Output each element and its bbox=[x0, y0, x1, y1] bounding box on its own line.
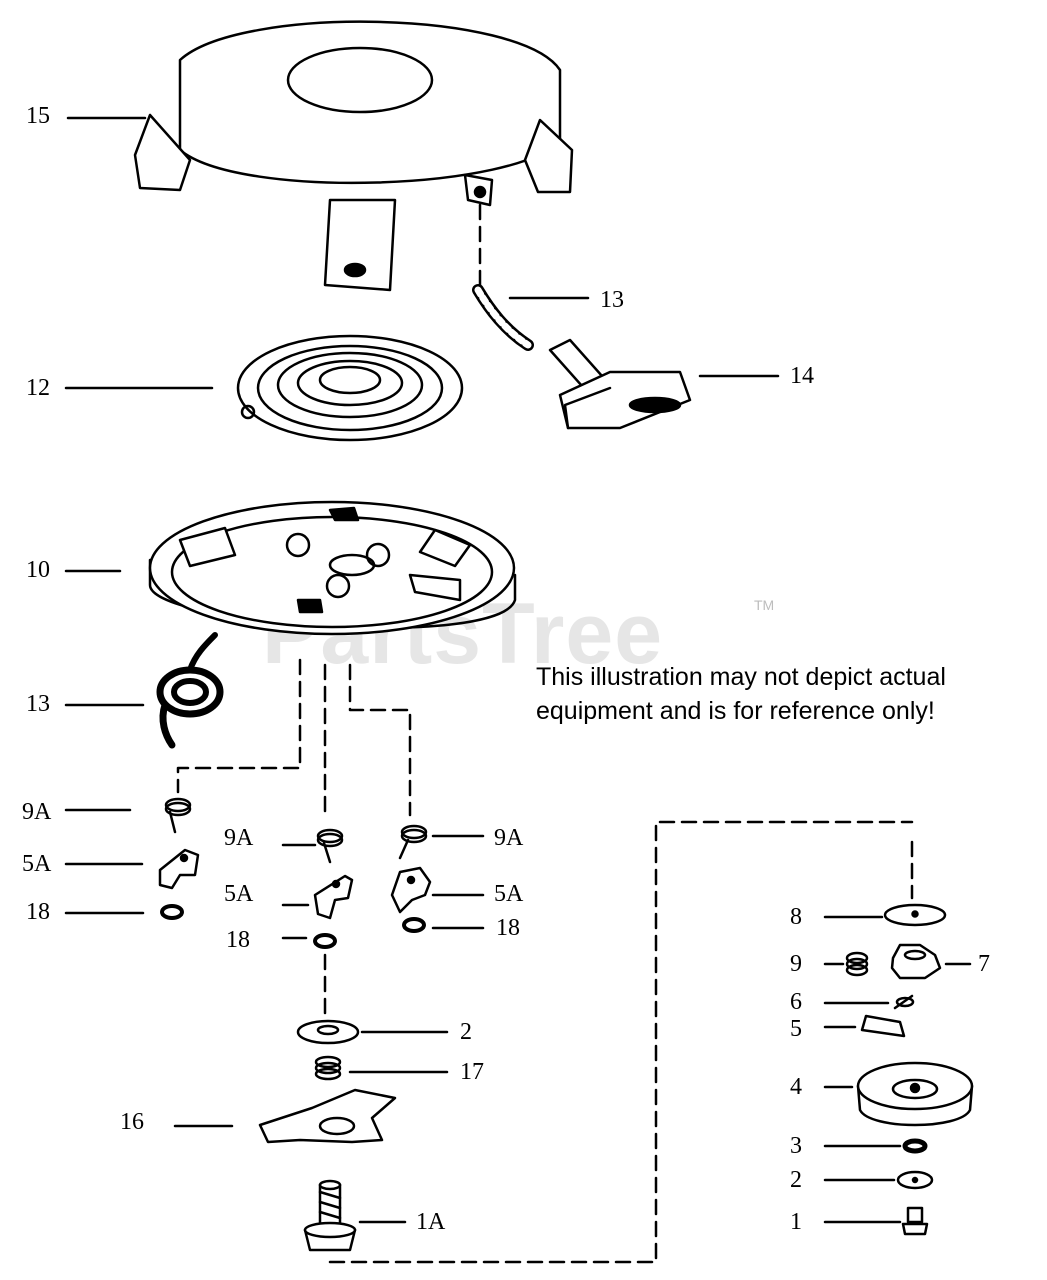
callout-13-rope-coil[interactable]: 13 bbox=[26, 691, 50, 717]
callout-3[interactable]: 3 bbox=[790, 1133, 802, 1159]
callout-9A-mid[interactable]: 9A bbox=[224, 825, 254, 851]
part-5-pawl[interactable] bbox=[860, 1014, 906, 1038]
part-9A-right-spring[interactable] bbox=[398, 824, 428, 860]
part-5A-right-pawl[interactable] bbox=[390, 866, 432, 914]
part-10-pulley[interactable] bbox=[148, 500, 517, 636]
callout-5A-left[interactable]: 5A bbox=[22, 851, 52, 877]
callout-2[interactable]: 2 bbox=[460, 1019, 472, 1045]
part-6-small-spring[interactable] bbox=[893, 994, 915, 1010]
part-18-left-clip[interactable] bbox=[160, 904, 184, 920]
callout-18-mid[interactable]: 18 bbox=[226, 927, 250, 953]
callout-6[interactable]: 6 bbox=[790, 989, 802, 1015]
callout-15[interactable]: 15 bbox=[26, 103, 50, 129]
part-2-washer[interactable] bbox=[296, 1019, 360, 1045]
callout-14[interactable]: 14 bbox=[790, 363, 814, 389]
disclaimer-line-1: This illustration may not depict actual bbox=[536, 663, 946, 691]
callout-1A[interactable]: 1A bbox=[416, 1209, 446, 1235]
callout-17[interactable]: 17 bbox=[460, 1059, 484, 1085]
part-5A-left-pawl[interactable] bbox=[158, 848, 200, 890]
callout-2-right[interactable]: 2 bbox=[790, 1167, 802, 1193]
part-17-spring[interactable] bbox=[314, 1055, 342, 1081]
callout-16[interactable]: 16 bbox=[120, 1109, 144, 1135]
part-13-rope-coil[interactable] bbox=[156, 632, 224, 749]
part-3-nut[interactable] bbox=[902, 1138, 928, 1154]
callout-8[interactable]: 8 bbox=[790, 904, 802, 930]
part-2-right-washer[interactable] bbox=[896, 1170, 934, 1190]
part-12-recoil-spring[interactable] bbox=[236, 334, 464, 442]
disclaimer-line-2: equipment and is for reference only! bbox=[536, 697, 935, 725]
callout-5A-right[interactable]: 5A bbox=[494, 881, 524, 907]
part-9A-mid-spring[interactable] bbox=[316, 828, 344, 864]
callout-13-rope-segment[interactable]: 13 bbox=[600, 287, 624, 313]
watermark-trademark: TM bbox=[754, 597, 775, 613]
callout-1[interactable]: 1 bbox=[790, 1209, 802, 1235]
part-7-ratchet[interactable] bbox=[890, 943, 942, 980]
part-4-cup[interactable] bbox=[856, 1061, 974, 1127]
part-15-housing[interactable] bbox=[133, 20, 574, 292]
part-16-retainer-plate[interactable] bbox=[258, 1088, 397, 1144]
callout-9[interactable]: 9 bbox=[790, 951, 802, 977]
part-9-spring[interactable] bbox=[845, 951, 869, 977]
callout-9A-left[interactable]: 9A bbox=[22, 799, 52, 825]
callout-18-right[interactable]: 18 bbox=[496, 915, 520, 941]
part-5A-mid-pawl[interactable] bbox=[313, 874, 354, 920]
callout-18-left[interactable]: 18 bbox=[26, 899, 50, 925]
part-18-right-clip[interactable] bbox=[402, 917, 426, 933]
callout-7[interactable]: 7 bbox=[978, 951, 990, 977]
part-18-mid-clip[interactable] bbox=[313, 933, 337, 949]
part-13-rope-segment[interactable] bbox=[472, 284, 534, 351]
part-1-screw[interactable] bbox=[901, 1206, 929, 1236]
callout-4[interactable]: 4 bbox=[790, 1074, 802, 1100]
part-14-starter-handle[interactable] bbox=[548, 338, 692, 430]
part-1A-bolt[interactable] bbox=[303, 1179, 357, 1252]
callout-5[interactable]: 5 bbox=[790, 1016, 802, 1042]
callout-5A-mid[interactable]: 5A bbox=[224, 881, 254, 907]
part-9A-left-spring[interactable] bbox=[164, 797, 192, 834]
callout-9A-right[interactable]: 9A bbox=[494, 825, 524, 851]
part-8-washer[interactable] bbox=[883, 903, 947, 927]
callout-12[interactable]: 12 bbox=[26, 375, 50, 401]
callout-10[interactable]: 10 bbox=[26, 557, 50, 583]
disclaimer-text: This illustration may not depict actual … bbox=[536, 660, 1041, 728]
leader-lines bbox=[64, 116, 972, 1224]
